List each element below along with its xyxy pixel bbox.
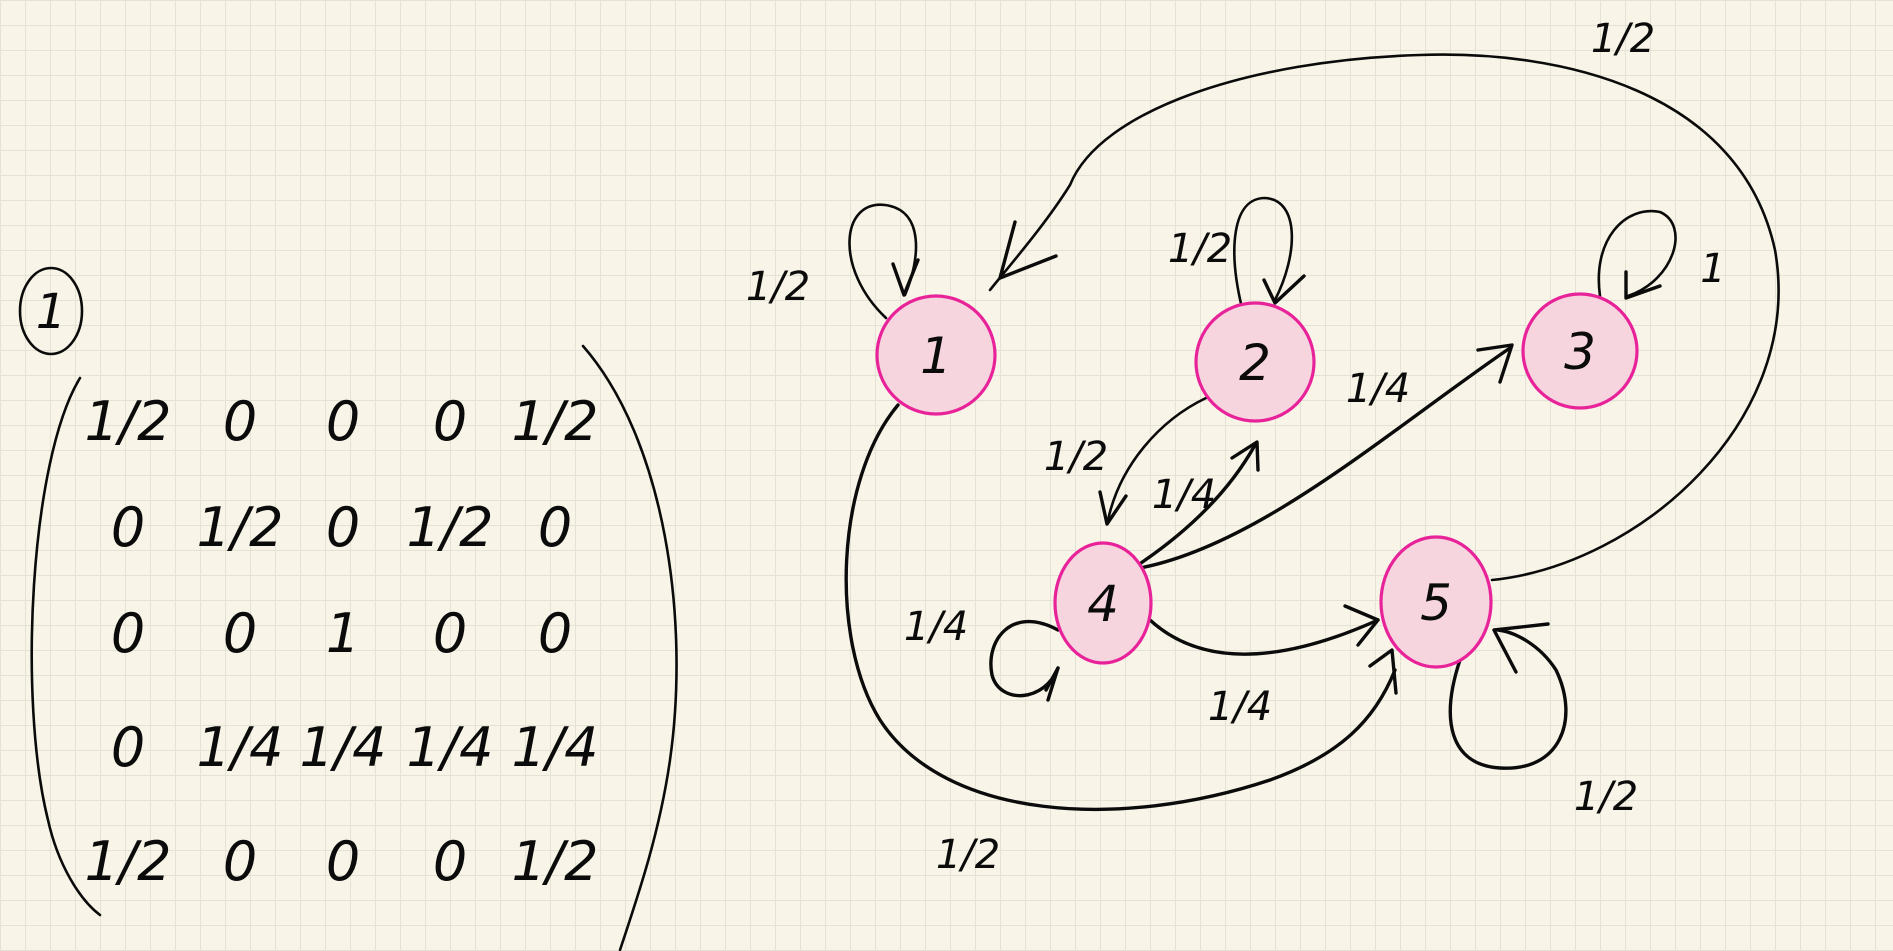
edge-5-1 [988,53,1780,582]
edge-2-4 [1106,396,1208,522]
edge-2-2-arrowhead [1262,274,1306,305]
matrix-cell-r4-c3: 1/4 [300,716,387,779]
matrix-cell-r1-c1: 1/2 [85,390,172,453]
edge-2-2 [1233,196,1294,310]
edge-5-5 [1448,628,1568,770]
edge-4-5 [1148,618,1380,656]
edge-3-3 [1597,209,1677,298]
problem-number-label: 1 [36,284,67,340]
edge-1-1 [848,203,918,320]
matrix-cell-r3-c2: 0 [223,602,257,665]
edge-label-5-5: 1/2 [1574,774,1638,820]
problem-number: 1 [18,266,84,356]
matrix-cell-r1-c4: 0 [433,390,467,453]
matrix-cell-r2-c1: 0 [111,496,145,559]
edge-1-1-arrowhead [891,258,920,297]
node-5: 5 [1379,535,1493,669]
edge-label-3-3: 1 [1700,246,1725,292]
matrix-cell-r4-c2: 1/4 [197,716,284,779]
node-2-circle [1194,301,1316,423]
edge-5-5-arrowhead [1492,622,1550,674]
edge-label-2-2: 1/2 [1168,226,1232,272]
edge-4-3 [1138,346,1512,570]
matrix-cell-r2-c5: 0 [538,496,572,559]
graph-nodes: 1 2 3 4 5 [875,292,1639,669]
node-1-label: 1 [920,327,952,385]
edge-2-4-arrowhead [1098,490,1128,526]
matrix-cell-r5-c5: 1/2 [512,830,599,893]
matrix-cell-r3-c5: 0 [538,602,572,665]
graph-edges [844,53,1780,812]
matrix-cells: 1/2 0 0 0 1/2 0 1/2 0 1/2 0 0 0 1 0 0 0 1/4 1/4 1/4 1/4 1/2 0… [85,390,599,893]
edge-1-5-arrowhead [1368,648,1398,695]
node-5-circle [1379,535,1493,669]
edge-1-5 [844,403,1397,812]
matrix-cell-r3-c3: 1 [326,602,360,665]
node-3-label: 3 [1564,323,1596,381]
edge-4-3-arrowhead [1476,343,1514,384]
edge-label-4-5: 1/4 [1208,684,1272,730]
node-2: 2 [1194,301,1316,423]
edge-4-5-arrowhead [1343,604,1380,647]
matrix-cell-r5-c4: 0 [433,830,467,893]
node-4-circle [1053,541,1153,665]
matrix-cell-r2-c3: 0 [326,496,360,559]
edge-label-4-4: 1/4 [904,604,968,650]
edge-4-2-arrowhead [1230,440,1260,472]
edge-label-1-5: 1/2 [936,832,1000,878]
edge-5-1-arrowhead [998,220,1058,280]
edge-label-2-4: 1/2 [1044,434,1108,480]
matrix-cell-r4-c5: 1/4 [512,716,599,779]
node-3: 3 [1521,292,1639,410]
problem-number-circle [18,266,84,356]
edge-label-4-3: 1/4 [1346,366,1410,412]
matrix-cell-r2-c2: 1/2 [197,496,284,559]
node-3-circle [1521,292,1639,410]
matrix-cell-r1-c2: 0 [223,390,257,453]
edge-3-3-arrowhead [1624,270,1662,300]
edge-4-2 [1136,443,1257,567]
edge-label-4-2: 1/4 [1152,472,1216,518]
node-4: 4 [1053,541,1153,665]
node-2-label: 2 [1239,334,1271,392]
matrix-cell-r1-c3: 0 [326,390,360,453]
matrix-cell-r1-c5: 1/2 [512,390,599,453]
matrix-cell-r5-c3: 0 [326,830,360,893]
edge-label-5-1: 1/2 [1591,16,1655,62]
matrix-cell-r2-c4: 1/2 [407,496,494,559]
matrix-cell-r5-c1: 1/2 [85,830,172,893]
transition-matrix: 1/2 0 0 0 1/2 0 1/2 0 1/2 0 0 0 1 0 0 0 1/4 1/4 1/4 1/4 1/2 0… [30,344,678,951]
node-5-label: 5 [1420,574,1452,632]
node-4-label: 4 [1087,575,1119,633]
edge-4-4 [989,619,1060,698]
matrix-cell-r4-c4: 1/4 [407,716,494,779]
edge-label-1-1: 1/2 [746,264,810,310]
matrix-left-bracket [30,376,102,917]
matrix-cell-r5-c2: 0 [223,830,257,893]
matrix-cell-r3-c4: 0 [433,602,467,665]
node-1-circle [875,294,997,416]
matrix-right-bracket [581,344,678,951]
matrix-cell-r3-c1: 0 [111,602,145,665]
edge-4-4-arrowhead [1044,666,1060,702]
node-1: 1 [875,294,997,416]
edge-labels: 1/2 1/2 1/2 1/2 1 1/4 1/4 1/4 1/4 1/2 1/… [746,16,1726,878]
matrix-cell-r4-c1: 0 [111,716,145,779]
